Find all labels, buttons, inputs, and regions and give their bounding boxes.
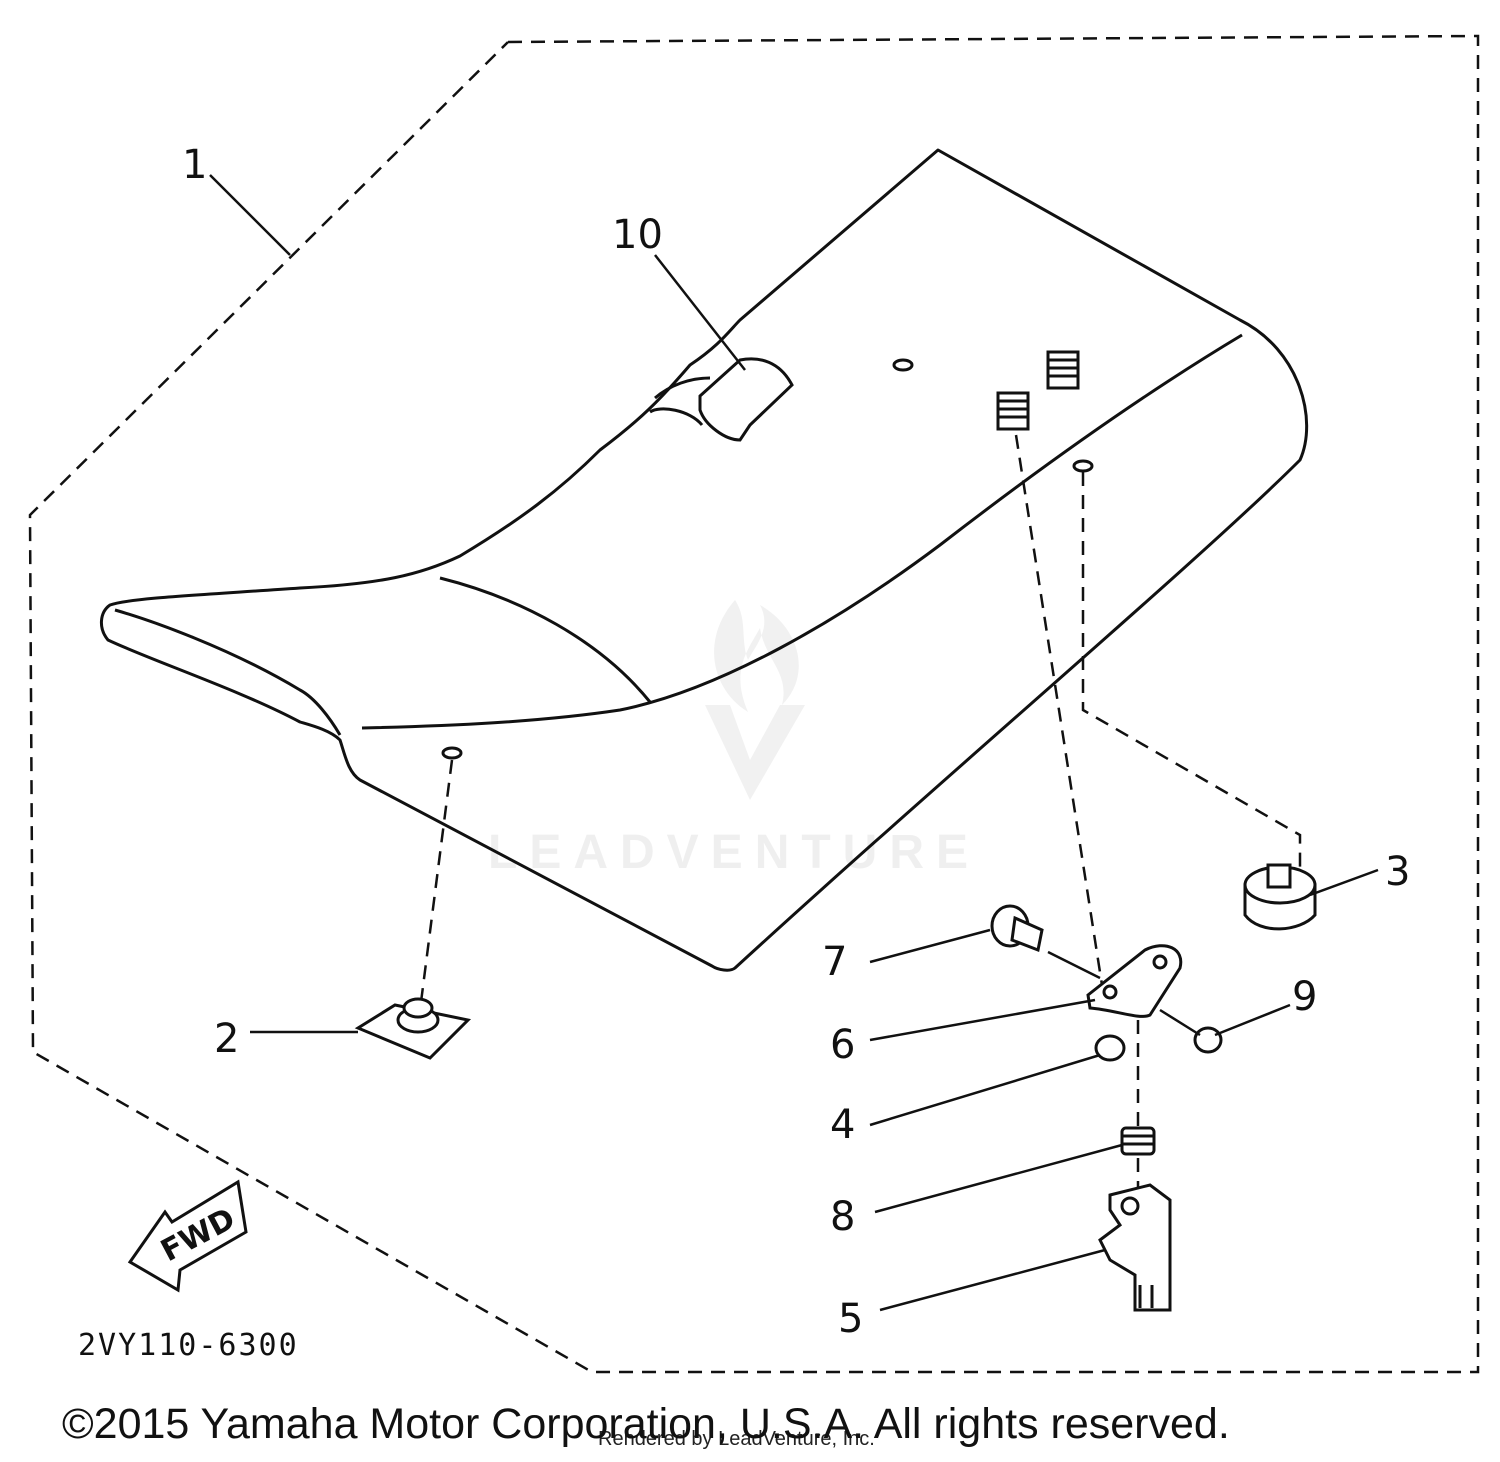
alignment-line-6 xyxy=(1014,434,1104,986)
leader-7b xyxy=(1047,950,1101,980)
alignment-line-2 xyxy=(418,759,454,1011)
leader-1 xyxy=(209,174,291,256)
copyright-text: ©2015 Yamaha Motor Corporation, U.S.A. A… xyxy=(62,1400,1230,1448)
seat-assembly xyxy=(100,148,1309,972)
part-7-bolt xyxy=(990,904,1044,953)
assembly-boundary xyxy=(28,34,1480,1374)
part-8-spring xyxy=(1120,1126,1156,1156)
label-part-10: 10 xyxy=(612,212,663,258)
leader-3 xyxy=(1309,868,1379,897)
label-part-7: 7 xyxy=(822,939,847,985)
diagram-code: 2VY110-6300 xyxy=(78,1328,299,1363)
label-part-4: 4 xyxy=(830,1102,855,1148)
label-part-1: 1 xyxy=(182,142,207,188)
label-part-3: 3 xyxy=(1385,849,1410,895)
fwd-arrow: FWD xyxy=(127,1179,248,1293)
leader-9 xyxy=(1214,1003,1291,1037)
label-part-9: 9 xyxy=(1292,974,1317,1020)
part-3-damper xyxy=(1243,863,1317,931)
leader-6 xyxy=(869,998,1096,1042)
leader-10 xyxy=(654,254,746,371)
part-2-bracket xyxy=(354,997,472,1060)
leader-7 xyxy=(869,928,991,964)
rendered-by-text: Rendered by LeadVenture, Inc. xyxy=(598,1428,875,1450)
label-part-6: 6 xyxy=(830,1022,855,1068)
part-5-seat-lock xyxy=(1098,1183,1172,1312)
label-part-8: 8 xyxy=(830,1194,855,1240)
leader-9b xyxy=(1159,1008,1201,1037)
leader-4 xyxy=(869,1053,1101,1127)
watermark-logo: LEADVENTURE xyxy=(488,600,980,879)
alignment-line-3 xyxy=(1081,472,1302,875)
leader-8 xyxy=(874,1143,1123,1214)
part-9-nut xyxy=(1193,1026,1223,1054)
leader-5 xyxy=(879,1248,1106,1312)
part-4-nut xyxy=(1094,1034,1126,1062)
label-part-2: 2 xyxy=(214,1016,239,1062)
label-part-5: 5 xyxy=(838,1296,863,1342)
watermark-text: LEADVENTURE xyxy=(488,826,980,879)
part-6-lock-bracket xyxy=(1086,944,1183,1018)
